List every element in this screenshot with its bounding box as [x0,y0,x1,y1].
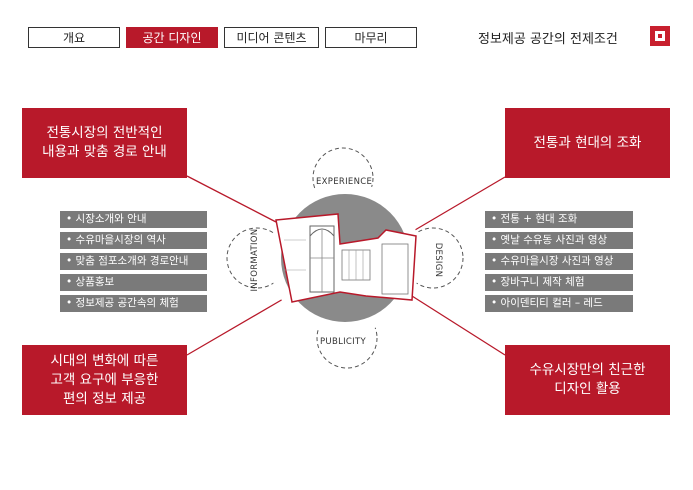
logo-icon [650,26,670,46]
information-label: INFORMATION [250,228,260,292]
list-item: • 장바구니 제작 체험 [485,274,633,291]
left-list: • 시장소개와 안내 • 수유마을시장의 역사 • 맞춤 점포소개와 경로안내 … [60,211,207,316]
list-item: • 맞춤 점포소개와 경로안내 [60,253,207,270]
connector-line [186,294,291,356]
design-label: DESIGN [433,242,443,278]
tab-conclusion[interactable]: 마무리 [325,27,417,48]
page-title: 정보제공 공간의 전제조건 [478,32,618,47]
list-item: • 아이덴티티 컬러 – 레드 [485,295,633,312]
tab-space-design[interactable]: 공간 디자인 [126,27,218,48]
list-item: • 수유마을시장 사진과 영상 [485,253,633,270]
list-item: • 옛날 수유동 사진과 영상 [485,232,633,249]
tab-media-content[interactable]: 미디어 콘텐츠 [224,27,319,48]
arc-experience [312,147,374,209]
right-list: • 전통 + 현대 조화 • 옛날 수유동 사진과 영상 • 수유마을시장 사진… [485,211,633,316]
experience-label: EXPERIENCE [316,177,373,187]
box-friendly-design: 수유시장만의 친근한 디자인 활용 [505,345,670,415]
list-item: • 시장소개와 안내 [60,211,207,228]
box-convenience-info: 시대의 변화에 따른 고객 요구에 부응한 편의 정보 제공 [22,345,187,415]
box-route-guide: 전통시장의 전반적인 내용과 맞춤 경로 안내 [22,108,187,178]
connector-line [411,295,506,356]
list-item: • 정보제공 공간속의 체험 [60,295,207,312]
connector-line [414,176,506,231]
list-item: • 전통 + 현대 조화 [485,211,633,228]
list-item: • 상품홍보 [60,274,207,291]
tab-overview[interactable]: 개요 [28,27,120,48]
publicity-label: PUBLICITY [320,337,366,347]
connector-line [186,175,277,223]
box-tradition-modern: 전통과 현대의 조화 [505,108,670,178]
list-item: • 수유마을시장의 역사 [60,232,207,249]
